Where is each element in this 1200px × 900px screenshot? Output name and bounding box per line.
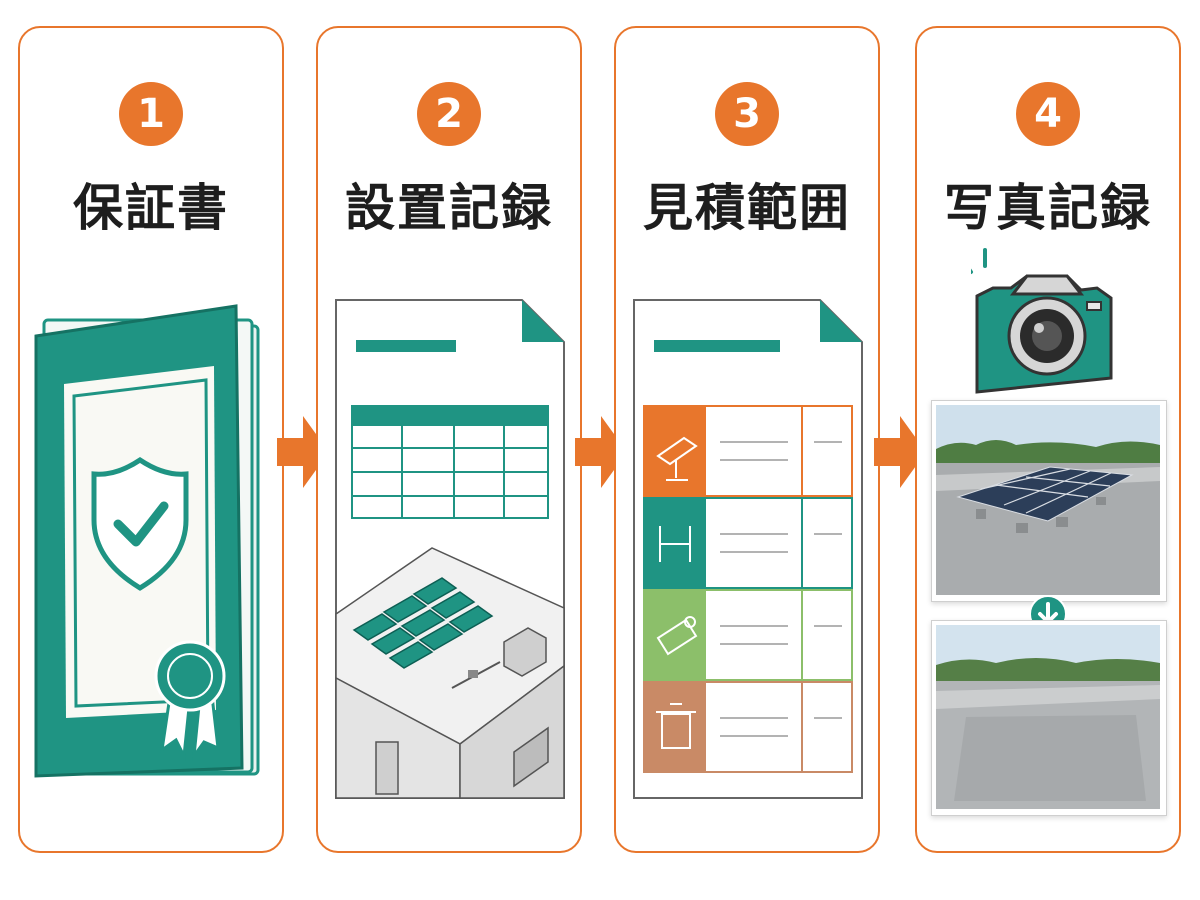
step-number-badge: 4	[1016, 82, 1080, 146]
camera-icon	[971, 248, 1113, 394]
step-title: 見積範囲	[643, 179, 851, 237]
step-number-badge: 2	[417, 82, 481, 146]
step-number-badge: 1	[119, 82, 183, 146]
warranty-book-icon	[34, 304, 260, 778]
step-number-badge: 3	[715, 82, 779, 146]
step-card-2: 2 設置記録	[316, 26, 582, 853]
installation-record-icon	[335, 299, 565, 799]
step-card-1: 1 保証書	[18, 26, 284, 853]
step-title: 写真記録	[944, 179, 1152, 237]
after-photo	[931, 620, 1167, 816]
step-card-4: 4 写真記録	[915, 26, 1181, 853]
step-title: 設置記録	[345, 179, 553, 237]
before-photo	[931, 400, 1167, 602]
flow-arrow-icon	[874, 416, 926, 488]
step-card-3: 3 見積範囲	[614, 26, 880, 853]
step-title: 保証書	[73, 179, 229, 237]
estimate-scope-icon	[633, 299, 863, 799]
